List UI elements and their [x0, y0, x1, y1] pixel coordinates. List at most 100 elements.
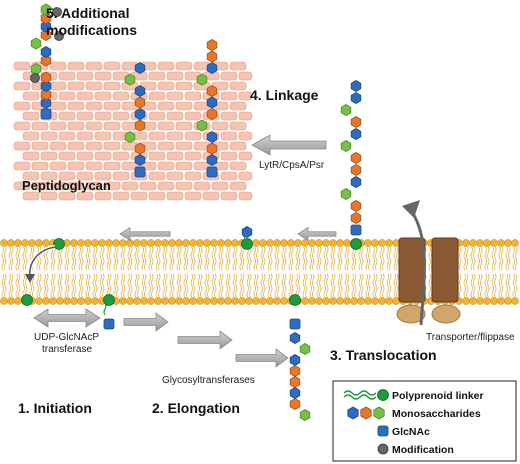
lipid-head: [357, 297, 365, 305]
monosaccharide-hexagon: [350, 200, 362, 212]
lipid-tail: [99, 273, 103, 298]
peptidoglycan-brick: [220, 171, 238, 181]
lipid-tail: [241, 273, 245, 298]
lipid-tail: [183, 273, 187, 298]
lipid-head: [210, 239, 218, 247]
lipid-tail: [395, 273, 399, 298]
modification-circle: [30, 73, 40, 83]
lipid-tail: [372, 246, 376, 271]
lipid-tail: [213, 273, 217, 298]
peptidoglycan-brick: [67, 141, 85, 151]
polyprenoid-linker-head: [103, 294, 115, 306]
lipid-head: [504, 239, 512, 247]
lipid-tail: [169, 273, 173, 298]
lipid-tail: [136, 273, 140, 298]
lipid-head: [63, 297, 71, 305]
lipid-head: [308, 297, 316, 305]
lipid-head: [476, 297, 484, 305]
lipid-tail: [178, 246, 182, 271]
peptidoglycan-brick: [229, 101, 247, 111]
peptidoglycan-brick: [13, 81, 31, 91]
monosaccharide-hexagon: [289, 365, 301, 377]
lipid-head: [35, 239, 43, 247]
lipid-head: [385, 297, 393, 305]
linkage-arrow: [251, 134, 327, 156]
linker-heads-outer: [53, 226, 362, 250]
lipid-tail: [136, 246, 140, 271]
lipid-tail: [206, 273, 210, 298]
lipid-tail: [232, 246, 236, 271]
lipid-tail: [197, 246, 201, 271]
lipid-tail: [248, 273, 252, 298]
peptidoglycan-brick: [148, 131, 166, 141]
legend: Polyprenoid linker Monosaccharides GlcNA…: [332, 380, 517, 462]
lipid-tail: [498, 246, 502, 271]
lipid-tail: [57, 273, 61, 298]
lipid-tail: [295, 246, 299, 271]
lipid-tail: [484, 273, 488, 298]
lipid-tail: [458, 246, 462, 271]
transporter-label: Transporter/flippase: [426, 332, 515, 343]
lipid-tail: [486, 273, 490, 298]
peptidoglycan-brick: [67, 61, 85, 71]
peptidoglycan-brick: [112, 171, 130, 181]
lipid-tail: [64, 246, 68, 271]
lipid-tail: [365, 273, 369, 298]
lipid-tail: [514, 246, 518, 271]
peptidoglycan-brick: [121, 161, 139, 171]
polyprenoid-linker-head: [289, 294, 301, 306]
lipid-tail: [225, 273, 229, 298]
lipid-tail: [1, 246, 5, 271]
lipid-tail: [290, 273, 294, 298]
lipid-tail: [64, 273, 68, 298]
lipid-head: [84, 239, 92, 247]
lipid-tail: [108, 273, 112, 298]
peptidoglycan-brick: [229, 81, 247, 91]
linker-icon: [343, 389, 389, 401]
glcnac-square: [206, 166, 218, 178]
monosaccharide-hexagon: [350, 164, 362, 176]
peptidoglycan-brick: [49, 81, 67, 91]
peptidoglycan-brick: [211, 181, 229, 191]
peptidoglycan-brick: [58, 171, 76, 181]
lipid-head: [91, 239, 99, 247]
lipid-tail: [281, 273, 285, 298]
lipid-tail: [323, 273, 327, 298]
lipid-tail: [274, 273, 278, 298]
lipid-tail: [155, 273, 159, 298]
lipid-tail: [80, 246, 84, 271]
peptidoglycan-brick: [85, 181, 103, 191]
lipid-head: [497, 239, 505, 247]
monosaccharide-hexagon: [134, 154, 146, 166]
peptidoglycan-brick: [220, 151, 238, 161]
peptidoglycan-brick: [13, 121, 31, 131]
lipid-tail: [500, 246, 504, 271]
lipid-tail: [10, 246, 14, 271]
monosaccharide-hexagon: [40, 20, 52, 33]
lipid-tail: [59, 246, 63, 271]
peptidoglycan-brick: [94, 111, 112, 121]
peptidoglycan-brick: [157, 81, 175, 91]
lipid-head: [189, 239, 197, 247]
peptidoglycan-brick: [220, 91, 238, 101]
lipid-head: [287, 239, 295, 247]
lipid-head: [462, 239, 470, 247]
legend-linker-label: Polyprenoid linker: [392, 390, 484, 402]
peptidoglycan-brick: [85, 121, 103, 131]
peptidoglycan-brick: [112, 111, 130, 121]
peptidoglycan-brick: [49, 181, 67, 191]
lipid-tail: [477, 246, 481, 271]
lipid-tail: [470, 273, 474, 298]
peptidoglycan-brick: [49, 61, 67, 71]
lipid-head: [238, 297, 246, 305]
lipid-tail: [199, 246, 203, 271]
peptidoglycan-brick: [229, 61, 247, 71]
lipid-tail: [50, 273, 54, 298]
lipid-tail: [358, 273, 362, 298]
monosaccharide-hexagon: [206, 85, 218, 97]
peptidoglycan-brick: [184, 131, 202, 141]
lipid-tail: [498, 273, 502, 298]
lipid-head: [168, 297, 176, 305]
lipid-tail: [50, 246, 54, 271]
monosaccharide-hexagon: [299, 409, 311, 421]
